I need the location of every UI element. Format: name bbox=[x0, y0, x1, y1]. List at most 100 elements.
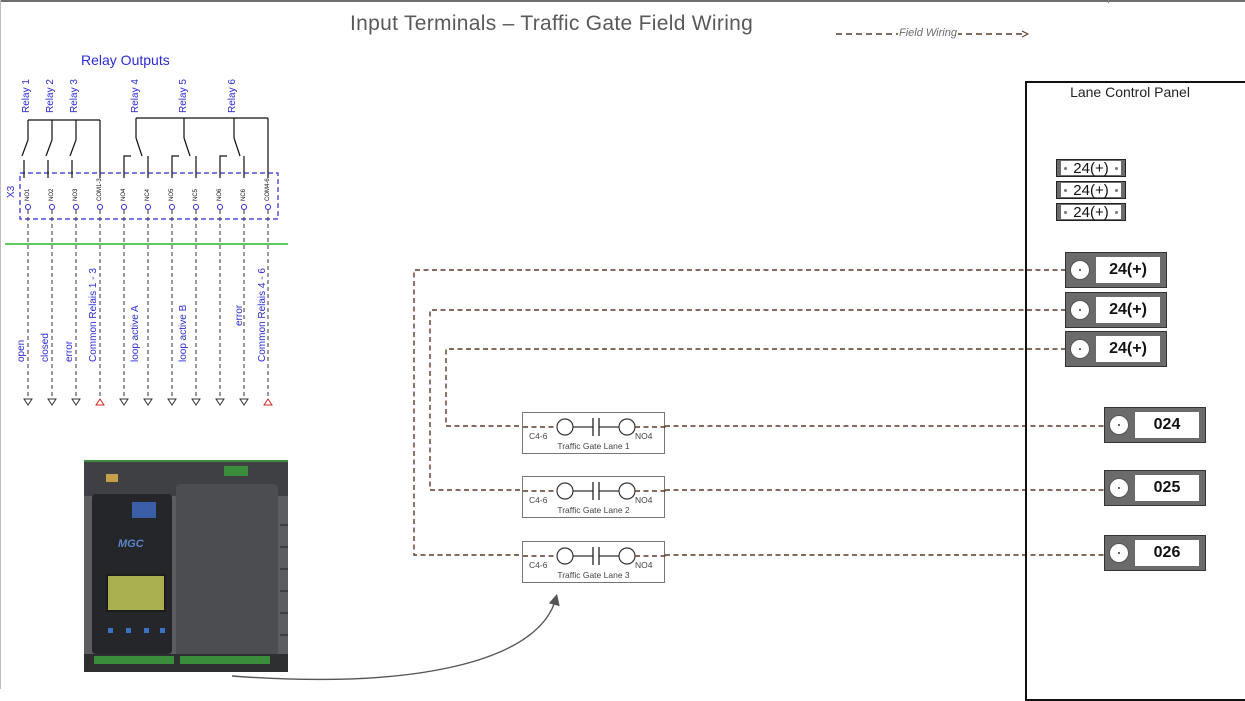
device-brand: MGC bbox=[118, 538, 144, 550]
contact-right-label: NO4 bbox=[635, 495, 653, 505]
function-common-4-6: Common Relais 4 - 6 bbox=[257, 268, 268, 362]
photo-rib bbox=[280, 568, 288, 570]
contact-lane-3: C4-6 NO4 Traffic Gate Lane 3 bbox=[522, 541, 666, 583]
screw-icon bbox=[1070, 339, 1090, 359]
supply-terminal-label: 24(+) bbox=[1096, 297, 1160, 323]
small-terminal-2: 24(+) bbox=[1056, 181, 1126, 199]
small-terminal-label: 24(+) bbox=[1061, 205, 1121, 221]
photo-rib bbox=[280, 634, 288, 636]
terminal-nc5: NC5 bbox=[193, 188, 199, 201]
relay-contacts bbox=[21, 117, 269, 178]
top-border bbox=[0, 0, 1245, 2]
signal-lines bbox=[27, 210, 269, 398]
contact-lane-2: C4-6 NO4 Traffic Gate Lane 2 bbox=[522, 476, 666, 518]
input-terminal-label: 025 bbox=[1135, 475, 1199, 501]
contact-caption: Traffic Gate Lane 1 bbox=[557, 441, 630, 451]
small-terminal-label: 24(+) bbox=[1061, 183, 1121, 199]
screw-icon bbox=[1070, 260, 1090, 280]
supply-terminal-label: 24(+) bbox=[1096, 336, 1160, 362]
terminal-nc4: NC4 bbox=[145, 188, 151, 201]
relay-label-6: Relay 6 bbox=[227, 79, 238, 113]
legend-arrow-icon bbox=[1021, 30, 1030, 38]
field-wiring bbox=[413, 269, 1105, 556]
terminal-no6: NO6 bbox=[217, 188, 223, 201]
photo-green-connector bbox=[224, 466, 248, 476]
device-button-icon bbox=[108, 628, 113, 633]
contact-right-label: NO4 bbox=[635, 431, 653, 441]
contact-left-label: C4-6 bbox=[529, 560, 548, 570]
top-right-tick bbox=[1108, 0, 1109, 3]
contact-symbol-icon bbox=[523, 547, 666, 565]
contact-caption: Traffic Gate Lane 2 bbox=[557, 505, 630, 515]
screw-dot-icon bbox=[1064, 189, 1067, 192]
photo-bottom-terminals bbox=[84, 654, 288, 672]
small-terminal-3: 24(+) bbox=[1056, 203, 1126, 221]
supply-terminal-3: 24(+) bbox=[1065, 331, 1167, 367]
photo-green-edge bbox=[84, 460, 288, 462]
small-terminal-1: 24(+) bbox=[1056, 159, 1126, 177]
contact-symbol-icon bbox=[523, 482, 666, 500]
contact-lane-1: C4-6 NO4 Traffic Gate Lane 1 bbox=[522, 412, 666, 454]
device-lcd bbox=[106, 574, 166, 612]
mgc-logo-icon bbox=[132, 502, 156, 518]
photo-rib bbox=[280, 612, 288, 614]
photo-rib bbox=[280, 546, 288, 548]
relay-label-3: Relay 3 bbox=[69, 79, 80, 113]
relay-outputs-title: Relay Outputs bbox=[81, 52, 170, 68]
contact-symbol-icon bbox=[523, 418, 666, 436]
relay-label-1: Relay 1 bbox=[21, 79, 32, 113]
input-terminal-024: 024 bbox=[1104, 407, 1206, 443]
input-terminal-025: 025 bbox=[1104, 470, 1206, 506]
mgc-controller-photo: MGC bbox=[84, 460, 288, 672]
terminal-no2: NO2 bbox=[49, 188, 55, 201]
terminal-com4-6: COM4-6 bbox=[265, 178, 271, 201]
connector-box bbox=[19, 172, 279, 220]
screw-dot-icon bbox=[1115, 167, 1118, 170]
contact-right-label: NO4 bbox=[635, 560, 653, 570]
screw-icon bbox=[1109, 478, 1129, 498]
connector-pins bbox=[25, 204, 271, 210]
contact-left-label: C4-6 bbox=[529, 431, 548, 441]
photo-green-terminal bbox=[180, 656, 270, 664]
screw-dot-icon bbox=[1064, 167, 1067, 170]
photo-right-module bbox=[176, 484, 288, 656]
diagram-title: Input Terminals – Traffic Gate Field Wir… bbox=[350, 12, 754, 35]
screw-dot-icon bbox=[1115, 189, 1118, 192]
function-loop-a: loop active A bbox=[130, 305, 141, 362]
screw-dot-icon bbox=[1064, 211, 1067, 214]
relay-label-5: Relay 5 bbox=[178, 79, 189, 113]
photo-wire-connector bbox=[106, 474, 118, 482]
panel-title: Lane Control Panel bbox=[1070, 84, 1190, 100]
screw-dot-icon bbox=[1115, 211, 1118, 214]
supply-terminal-label: 24(+) bbox=[1096, 257, 1160, 283]
function-error-1: error bbox=[64, 340, 75, 362]
signal-triangles bbox=[23, 398, 273, 406]
input-terminal-label: 026 bbox=[1135, 540, 1199, 566]
input-terminal-label: 024 bbox=[1135, 412, 1199, 438]
photo-rib bbox=[280, 590, 288, 592]
photo-rib bbox=[280, 524, 288, 526]
photo-green-terminal bbox=[94, 656, 174, 664]
terminal-com1-3: COM1-3 bbox=[97, 178, 103, 201]
screw-icon bbox=[1109, 543, 1129, 563]
small-terminal-label: 24(+) bbox=[1061, 161, 1121, 177]
terminal-no5: NO5 bbox=[169, 188, 175, 201]
device-button-icon bbox=[160, 628, 165, 633]
input-terminal-026: 026 bbox=[1104, 535, 1206, 571]
legend-label: Field Wiring bbox=[898, 27, 958, 39]
function-open: open bbox=[16, 339, 27, 362]
contact-caption: Traffic Gate Lane 3 bbox=[557, 570, 630, 580]
terminal-no3: NO3 bbox=[73, 188, 79, 201]
function-loop-b: loop active B bbox=[178, 304, 189, 362]
contact-left-label: C4-6 bbox=[529, 495, 548, 505]
supply-terminal-2: 24(+) bbox=[1065, 292, 1167, 328]
terminal-nc6: NC6 bbox=[241, 188, 247, 201]
relay-label-2: Relay 2 bbox=[45, 79, 56, 113]
terminal-no4: NO4 bbox=[121, 188, 127, 201]
terminal-no1: NO1 bbox=[25, 188, 31, 201]
function-closed: closed bbox=[40, 333, 51, 362]
connector-label: X3 bbox=[6, 185, 17, 198]
function-common-1-3: Common Relais 1 - 3 bbox=[88, 268, 99, 362]
function-error-2: error bbox=[234, 304, 245, 326]
